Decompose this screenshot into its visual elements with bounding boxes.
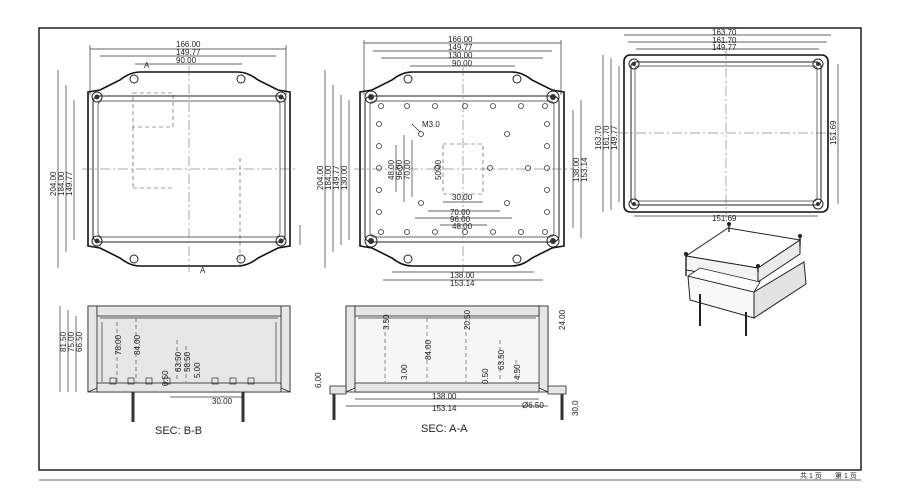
back-pad-w2: 96.00 — [450, 215, 471, 224]
bb-d6: 0.50 — [161, 370, 170, 386]
section-bb: 81.50 75.00 66.50 78.00 84.00 63.50 58.5… — [59, 305, 291, 437]
lid-view: 163.70 161.70 149.77 163.70 161.70 149.7… — [594, 28, 839, 223]
bb-h-inner: 66.50 — [75, 331, 84, 352]
front-height-outer: 204.00 — [49, 171, 58, 196]
aa-right-h: 24.00 — [558, 309, 567, 330]
back-pad-h2: 96.00 — [395, 159, 404, 180]
lid-h2: 161.70 — [602, 125, 611, 150]
back-pad-w1: 70.00 — [450, 208, 471, 217]
back-width-outer: 166.00 — [448, 35, 473, 44]
bb-d3: 63.50 — [174, 351, 183, 372]
isometric-view — [684, 222, 807, 336]
aa-w1: 138.00 — [432, 392, 457, 401]
aa-wall: 20.50 — [463, 309, 472, 330]
front-width-inner: 149.77 — [176, 48, 201, 57]
lid-w2: 161.70 — [712, 36, 737, 45]
bb-h-total: 81.50 — [59, 331, 68, 352]
back-width-inner: 149.77 — [448, 43, 473, 52]
lid-h3: 149.77 — [610, 125, 619, 150]
aa-63: 63.50 — [497, 349, 506, 370]
aa-050: 0.50 — [481, 368, 490, 384]
front-height-inner: 149.77 — [65, 171, 74, 196]
back-pad-w3: 48.00 — [452, 222, 473, 231]
footer-total-pages: 共 1 页 — [800, 471, 822, 480]
back-height-mid: 184.00 — [324, 165, 333, 190]
back-bottom-w1: 138.00 — [450, 271, 475, 280]
aa-depth: 84.00 — [424, 339, 433, 360]
bb-boss-spacing: 30.00 — [212, 397, 233, 406]
front-hole-spacing: 90.00 — [176, 56, 197, 65]
bb-h-body: 75.00 — [67, 331, 76, 352]
front-section-mark-top: A — [144, 61, 150, 70]
back-right-h2: 153.14 — [580, 157, 589, 182]
lid-h1: 163.70 — [594, 125, 603, 150]
lid-right-h: 151.69 — [829, 120, 838, 145]
back-pad-h1: 48.00 — [387, 159, 396, 180]
section-bb-title: SEC: B-B — [155, 425, 202, 437]
back-width-holes: 130.00 — [448, 51, 473, 60]
aa-rib: 3.00 — [400, 364, 409, 380]
aa-w2: 153.14 — [432, 404, 457, 413]
back-pad-center: 50.00 — [434, 159, 443, 180]
footer-page-number: 第 1 页 — [835, 471, 857, 480]
aa-screw-len: 30.0 — [571, 400, 580, 416]
lid-bottom-w: 151.69 — [712, 214, 737, 223]
back-view: 166.00 149.77 130.00 90.00 204.00 184.00… — [316, 35, 589, 288]
section-aa-title: SEC: A-A — [421, 423, 468, 435]
back-thread-note: M3.0 — [422, 120, 440, 129]
back-height-holes: 130.00 — [340, 165, 349, 190]
back-height-inner: 149.77 — [332, 165, 341, 190]
back-hole-spacing: 90.00 — [452, 59, 473, 68]
front-width-outer: 166.00 — [176, 40, 201, 49]
aa-hole-dia: Ø6.50 — [522, 401, 544, 410]
back-right-h1: 138.00 — [572, 157, 581, 182]
aa-450: 4.50 — [513, 364, 522, 380]
section-aa: 3.50 20.50 24.00 6.00 3.00 84.00 63.50 0… — [314, 305, 580, 435]
bb-d2: 84.00 — [133, 334, 142, 355]
back-height-outer: 204.00 — [316, 165, 325, 190]
front-height-mid: 184.00 — [57, 171, 66, 196]
back-pad-h3: 70.00 — [403, 159, 412, 180]
aa-left-flange: 6.00 — [314, 372, 323, 388]
back-bottom-w2: 153.14 — [450, 279, 475, 288]
aa-lip: 3.50 — [382, 314, 391, 330]
bb-d4: 58.50 — [183, 351, 192, 372]
front-view: 166.00 149.77 90.00 204.00 184.00 149.77… — [49, 40, 301, 275]
lid-w1: 163.70 — [712, 28, 737, 37]
lid-w3: 149.77 — [712, 43, 737, 52]
bb-d1: 78.00 — [114, 334, 123, 355]
bb-d5: 5.00 — [193, 362, 202, 378]
back-pad-w-small: 30.00 — [452, 193, 473, 202]
front-section-mark-bottom: A — [200, 266, 206, 275]
